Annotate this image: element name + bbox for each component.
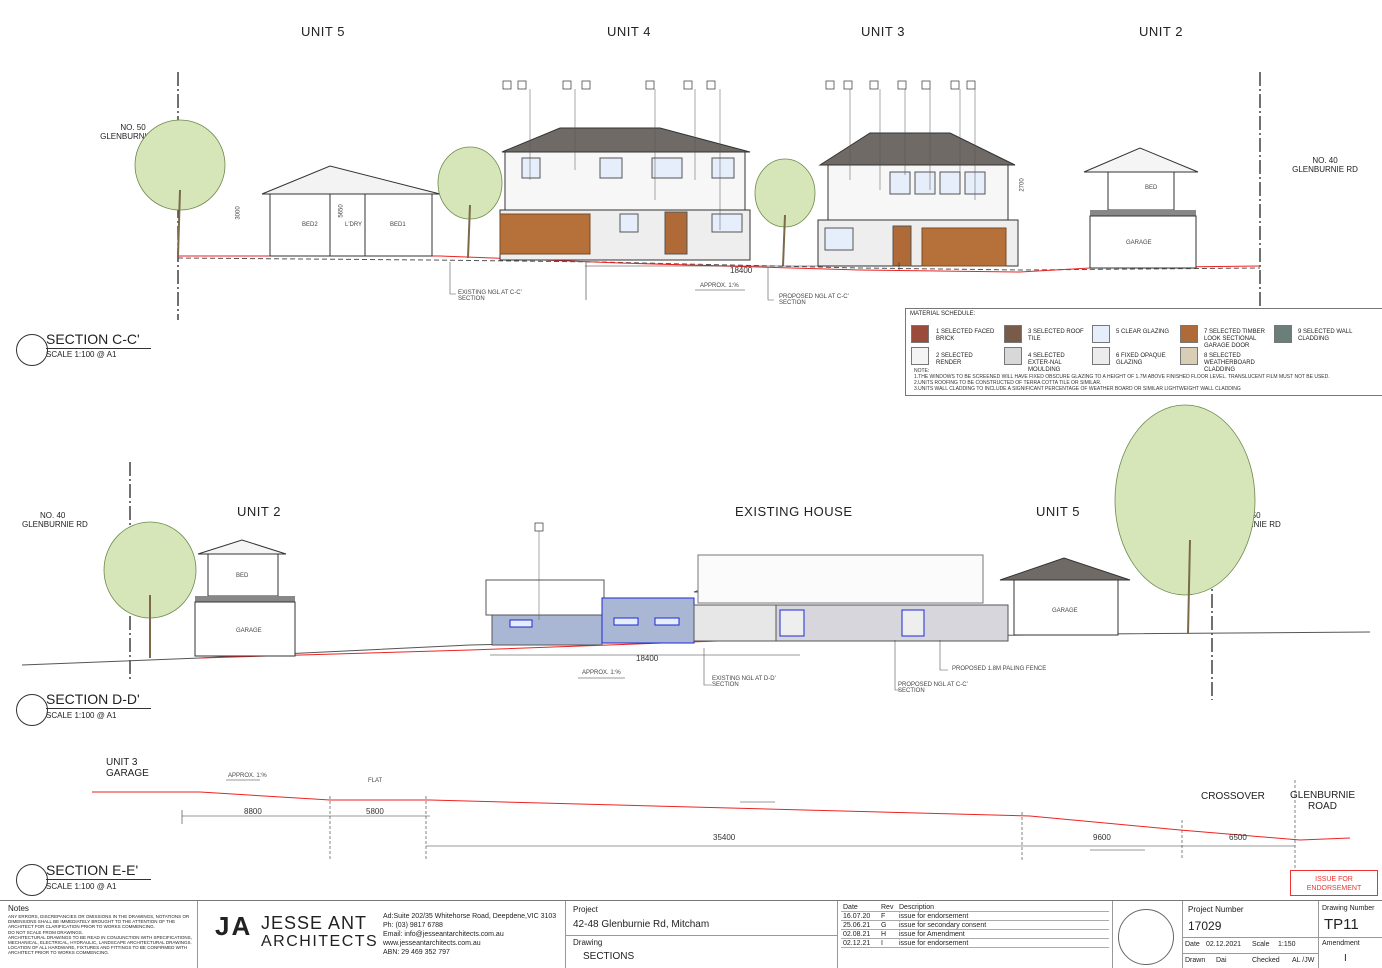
mat-item-9: 9 SELECTED WALL CLADDING	[1298, 329, 1353, 342]
ee-dim-6500: 6500	[1229, 833, 1247, 842]
mat-item-3: 3 SELECTED ROOF TILE	[1028, 329, 1084, 342]
unit3-heading: UNIT 3	[861, 24, 905, 39]
drawing-name: SECTIONS	[583, 951, 635, 962]
mat-item-2: 2 SELECTED RENDER	[936, 353, 973, 366]
title-block: Notes ANY ERRORS, DISCREPANCIES OR OMISS…	[0, 900, 1382, 968]
ee-dim-35400: 35400	[713, 833, 736, 842]
material-schedule-heading: MATERIAL SCHEDULE:	[910, 311, 976, 317]
dd-existing-house-heading: EXISTING HOUSE	[735, 504, 853, 519]
mat-note-1: 1.THE WINDOWS TO BE SCREENED WILL HAVE F…	[914, 374, 1330, 380]
amendment-value: I	[1344, 953, 1347, 964]
mat-item-8: 8 SELECTED WEATHERBOARD CLADDING	[1204, 353, 1255, 373]
section-dd-scale: SCALE 1:100 @ A1	[46, 711, 117, 720]
company-contact: Ad:Suite 202/35 Whitehorse Road, Deepden…	[383, 913, 557, 956]
room-bed1: BED1	[390, 222, 406, 228]
room-bed2: BED2	[302, 222, 318, 228]
ee-dim-9600: 9600	[1093, 833, 1111, 842]
dim-5650-cc: 5650	[338, 204, 345, 218]
mat-item-6: 6 FIXED OPAQUE GLAZING	[1116, 353, 1166, 366]
section-cc-marker	[16, 334, 48, 366]
section-cc-scale: SCALE 1:100 @ A1	[46, 350, 117, 359]
drawn-by: Dai	[1216, 957, 1227, 964]
unit5-heading: UNIT 5	[301, 24, 345, 39]
dd-approx: APPROX. 1:%	[582, 670, 621, 676]
material-schedule: MATERIAL SCHEDULE: 1 SELECTED FACED BRIC…	[905, 308, 1382, 396]
room-ldry: L'DRY	[345, 222, 363, 228]
dim-3000-cc: 3000	[235, 206, 242, 220]
ee-approx: APPROX. 1:%	[228, 773, 267, 779]
proposed-ngl-cc: PROPOSED NGL AT C-C'SECTION	[779, 294, 849, 306]
tb-project: Project 42-48 Glenburnie Rd, Mitcham Dra…	[565, 901, 838, 968]
dim-18400-cc: 18400	[730, 266, 753, 275]
dd-room-bed: BED	[236, 573, 249, 579]
mat-note-head: NOTE:	[914, 368, 930, 374]
dd-dim-18400: 18400	[636, 654, 659, 663]
ee-dim-8800: 8800	[244, 807, 262, 816]
section-ee-drawing	[92, 779, 1351, 870]
approx-cc: APPROX. 1:%	[700, 283, 739, 289]
section-ee-marker	[16, 864, 48, 896]
ee-crossover: CROSSOVER	[1201, 791, 1265, 802]
company-name-line1: JESSE ANT	[261, 913, 368, 933]
dd-unit2-heading: UNIT 2	[237, 504, 281, 519]
dd-room-garage-u5: GARAGE	[1052, 608, 1078, 614]
drawing-date: 02.12.2021	[1206, 941, 1242, 948]
dim-2700-cc: 2700	[1019, 178, 1026, 192]
ee-dim-5800: 5800	[366, 807, 384, 816]
section-cc-drawing	[134, 72, 1261, 320]
dd-room-garage: GARAGE	[236, 628, 262, 634]
section-dd-drawing	[21, 404, 1371, 700]
drawing-number: TP11	[1324, 916, 1359, 933]
company-name-line2: ARCHITECTS	[261, 933, 379, 950]
dd-unit5-heading: UNIT 5	[1036, 504, 1080, 519]
project-number: 17029	[1188, 919, 1222, 933]
section-ee-scale: SCALE 1:100 @ A1	[46, 882, 117, 891]
section-dd-marker	[16, 694, 48, 726]
dd-existing-ngl: EXISTING NGL AT D-D'SECTION	[712, 676, 776, 688]
ee-flat: FLAT	[368, 778, 383, 784]
checked-by: AL /JW	[1292, 957, 1315, 964]
drawing-scale: 1:150	[1278, 941, 1296, 948]
unit2-heading: UNIT 2	[1139, 24, 1183, 39]
tb-drawing-number: Drawing Number TP11 Amendment I	[1318, 901, 1382, 968]
project-name: 42-48 Glenburnie Rd, Mitcham	[573, 919, 710, 930]
unit4-heading: UNIT 4	[607, 24, 651, 39]
section-dd-title: SECTION D-D'	[46, 691, 140, 707]
room-bed-u2: BED	[1145, 185, 1158, 191]
mat-item-1: 1 SELECTED FACED BRICK	[936, 329, 995, 342]
mat-note-2: 2.UNITS ROOFING TO BE CONSTRUCTED OF TER…	[914, 380, 1102, 386]
tb-north	[1112, 901, 1183, 968]
existing-ngl-cc: EXISTING NGL AT C-C'SECTION	[458, 290, 522, 302]
dd-proposed-ngl: PROPOSED NGL AT C-C'SECTION	[898, 682, 968, 694]
company-logo-mark: JA	[215, 911, 253, 941]
north-point-icon	[1118, 909, 1174, 965]
section-cc-title: SECTION C-C'	[46, 331, 140, 347]
mat-item-4: 4 SELECTED EXTER-NAL MOULDING	[1028, 353, 1065, 373]
tb-project-number: Project Number 17029 Date 02.12.2021 Sca…	[1182, 901, 1319, 968]
mat-item-7: 7 SELECTED TIMBER LOOK SECTIONAL GARAGE …	[1204, 329, 1265, 349]
tb-company: JA JESSE ANT ARCHITECTS Ad:Suite 202/35 …	[197, 901, 566, 968]
section-ee-title: SECTION E-E'	[46, 862, 139, 878]
mat-item-5: 5 CLEAR GLAZING	[1116, 329, 1170, 335]
mat-note-3: 3.UNITS WALL CLADDING TO INCLUDE A SIGNI…	[914, 386, 1241, 392]
dd-proposed-fence: PROPOSED 1.8M PALING FENCE	[952, 666, 1047, 672]
room-garage-u2: GARAGE	[1126, 240, 1152, 246]
tb-notes: Notes ANY ERRORS, DISCREPANCIES OR OMISS…	[0, 901, 198, 968]
